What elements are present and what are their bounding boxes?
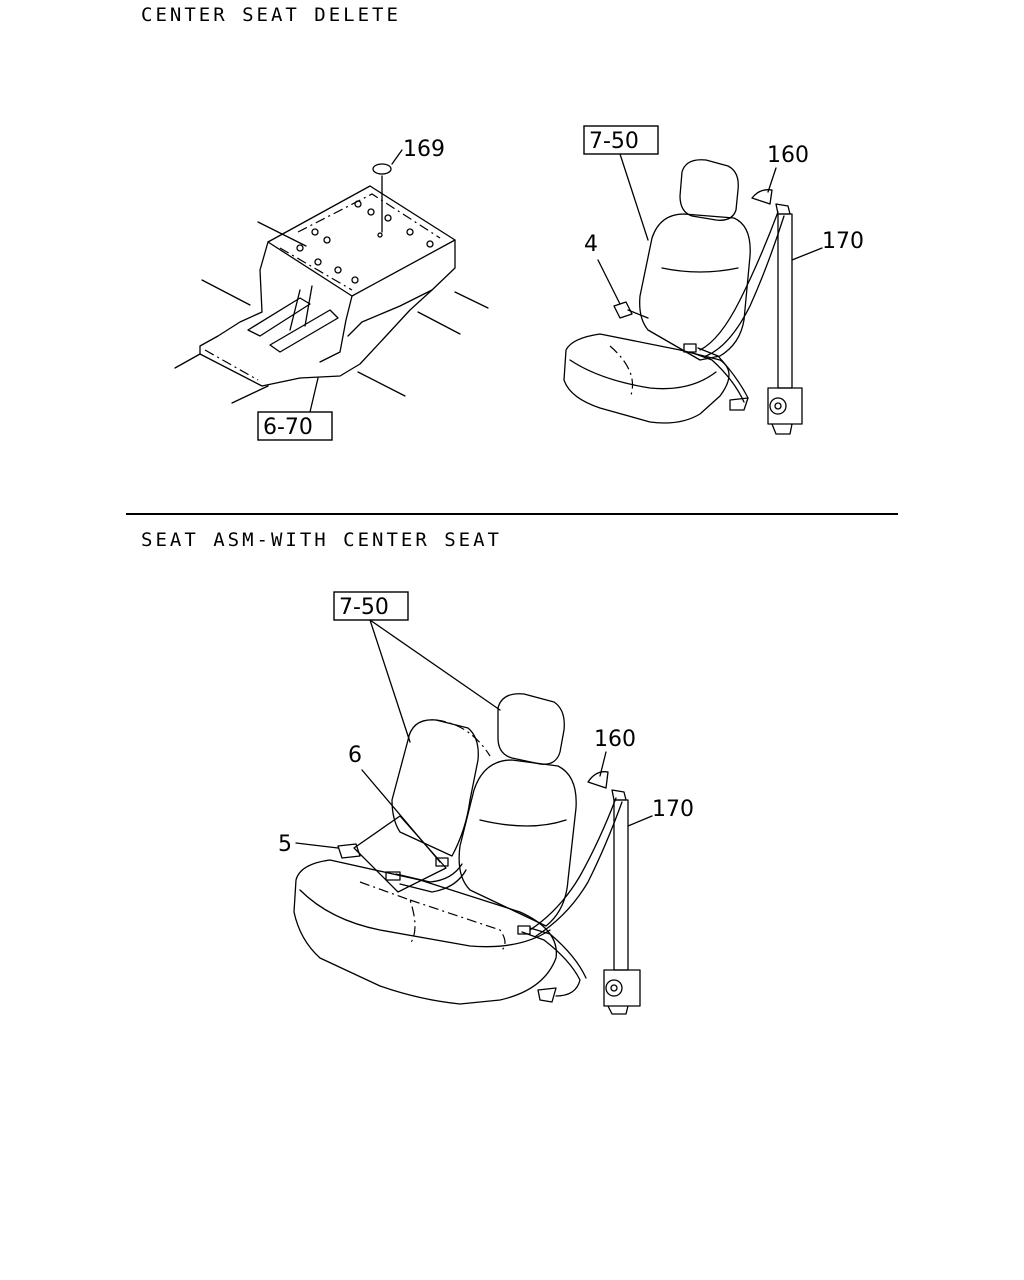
callout-5: 5	[278, 832, 292, 857]
callout-160-top: 160	[767, 143, 809, 168]
callout-160-bottom: 160	[594, 727, 636, 752]
callout-ref-7-50-top: 7-50	[589, 129, 639, 154]
section-title-seat-asm-with-center-seat: SEAT ASM-WITH CENTER SEAT	[141, 529, 502, 551]
bucket-seat-drawing	[563, 159, 803, 435]
grommet-169-drawing	[372, 163, 392, 175]
callout-4: 4	[584, 232, 598, 257]
section-title-center-seat-delete: CENTER SEAT DELETE	[141, 4, 401, 26]
callout-170-top: 170	[822, 229, 864, 254]
callout-ref-7-50-bottom: 7-50	[339, 595, 389, 620]
center-console-drawing	[174, 185, 489, 404]
callout-ref-6-70: 6-70	[263, 415, 313, 440]
callout-169: 169	[403, 137, 445, 162]
callout-170-bottom: 170	[652, 797, 694, 822]
bench-seat-drawing	[293, 693, 641, 1015]
callout-6: 6	[348, 743, 362, 768]
